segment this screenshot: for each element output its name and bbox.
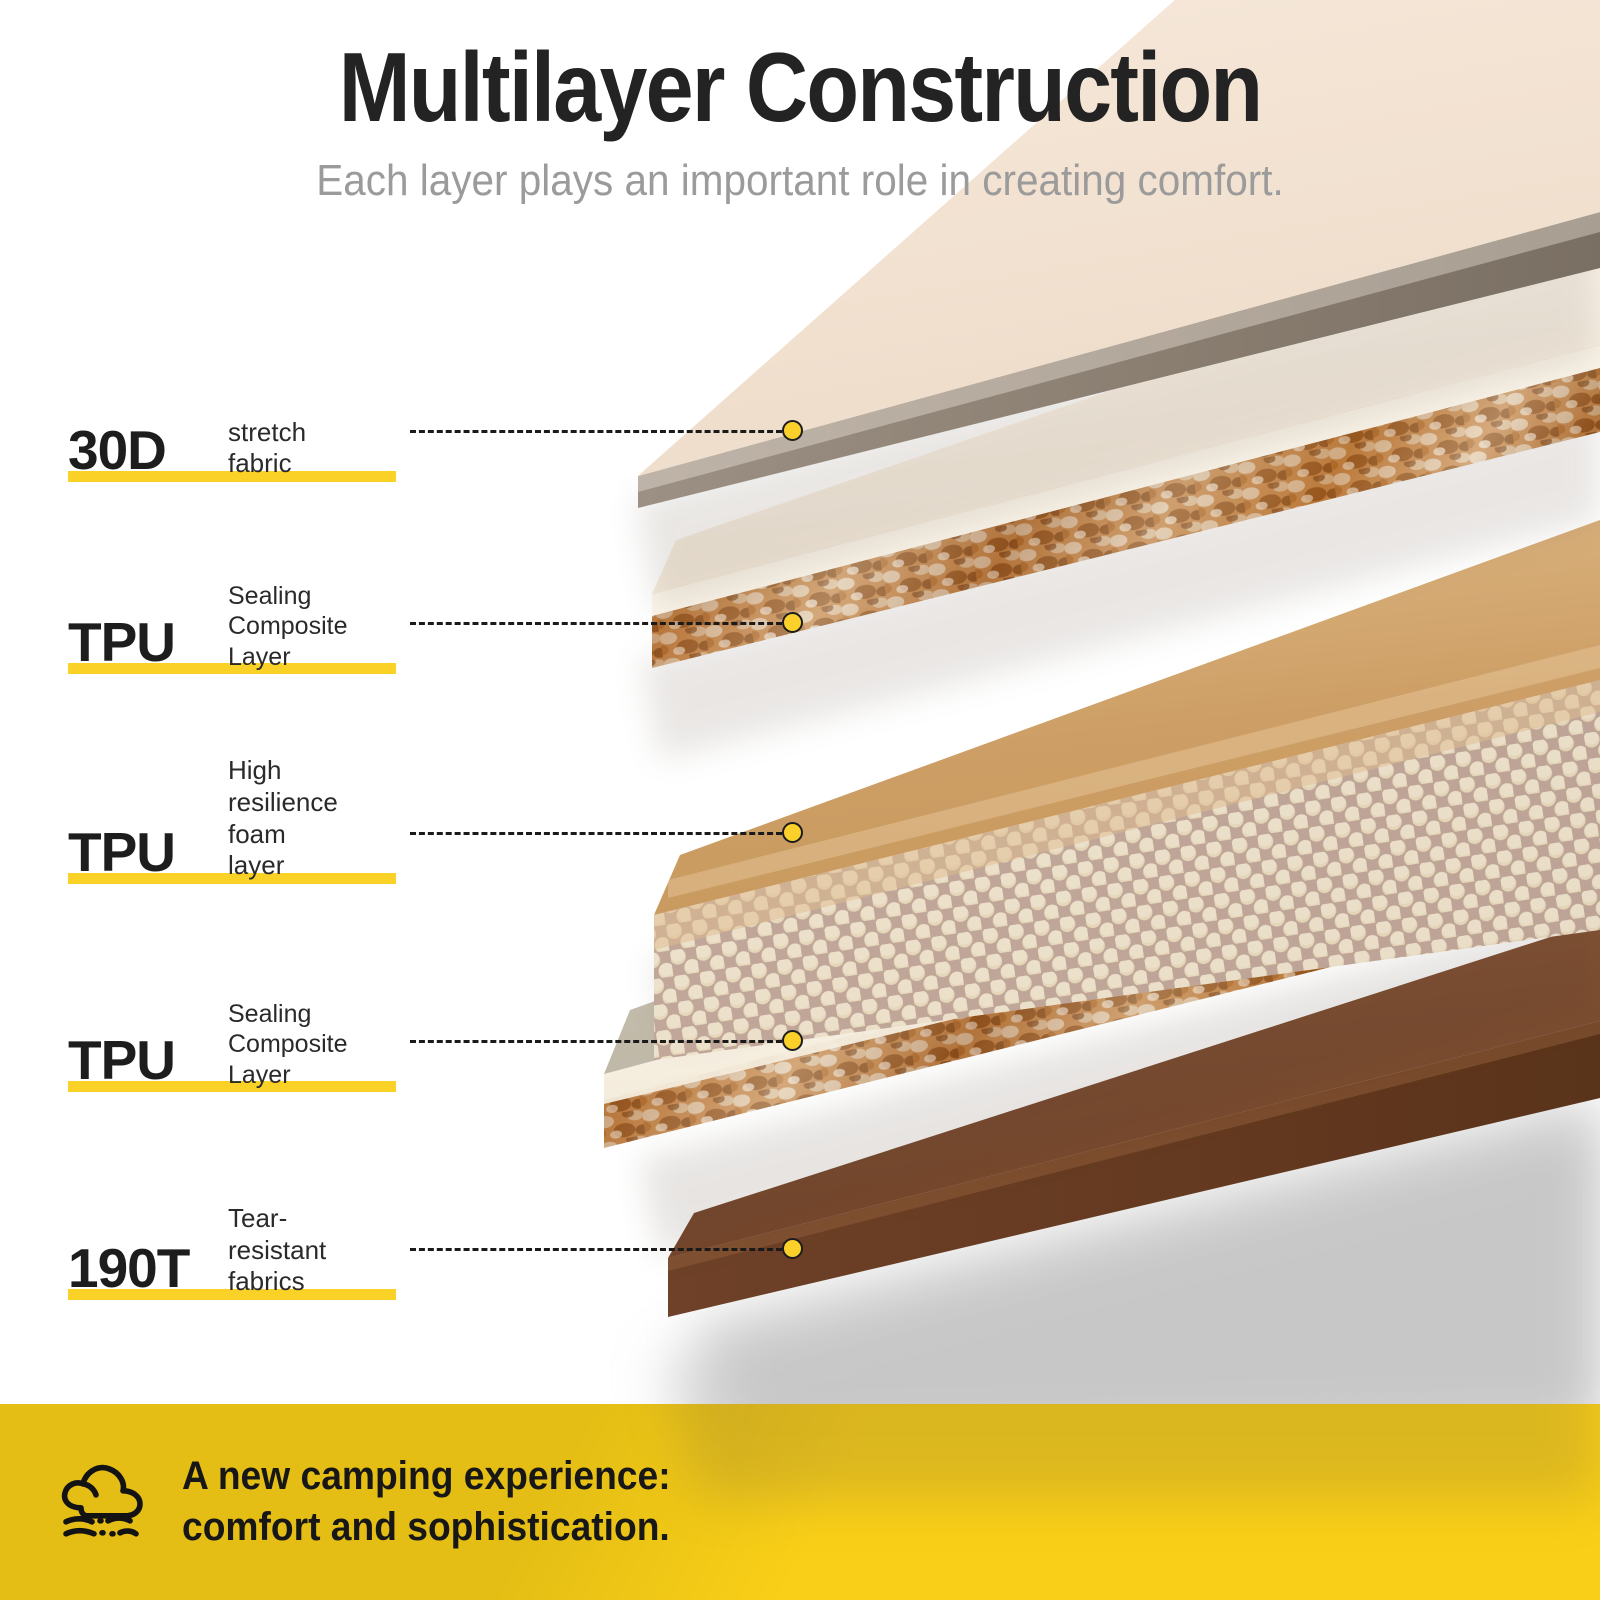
layer-description: High resilience foam layer	[228, 755, 338, 881]
layer-slab-foam	[650, 520, 1600, 1060]
connector-line-tpu-2	[410, 1040, 782, 1043]
connector-line-30d	[410, 430, 782, 433]
layer-slab-30d	[636, 0, 1600, 612]
banner-content: A new camping experience: comfort and so…	[56, 1451, 707, 1553]
connector-dot-tpu-1	[782, 612, 803, 633]
layer-label-list: 30D stretch fabric TPU Sealing Composite…	[68, 416, 396, 1300]
label-underline-bar	[68, 1289, 396, 1300]
connector-dot-tpu-foam	[782, 822, 803, 843]
connector-line-tpu-1	[410, 622, 782, 625]
layer-description: Tear-resistant fabrics	[228, 1202, 327, 1297]
layer-code: 190T	[68, 1237, 190, 1299]
layer-code: TPU	[68, 1029, 176, 1091]
connector-dot-tpu-2	[782, 1030, 803, 1051]
label-underline-bar	[68, 1081, 396, 1092]
layer-code: TPU	[68, 611, 176, 673]
layer-description: Sealing Composite Layer	[228, 999, 348, 1089]
label-underline-bar	[68, 663, 396, 674]
banner-tagline: A new camping experience: comfort and so…	[182, 1453, 671, 1549]
label-underline-bar	[68, 471, 396, 482]
connector-dot-30d	[782, 420, 803, 441]
cloud-wind-icon	[56, 1459, 148, 1545]
connector-dot-190t	[782, 1238, 803, 1259]
layer-description: Sealing Composite Layer	[228, 581, 348, 671]
layer-code: 30D	[68, 419, 167, 481]
layer-description: stretch fabric	[228, 416, 307, 479]
layer-code: TPU	[68, 821, 176, 883]
label-underline-bar	[68, 873, 396, 884]
connector-line-190t	[410, 1248, 782, 1251]
connector-line-tpu-foam	[410, 832, 782, 835]
